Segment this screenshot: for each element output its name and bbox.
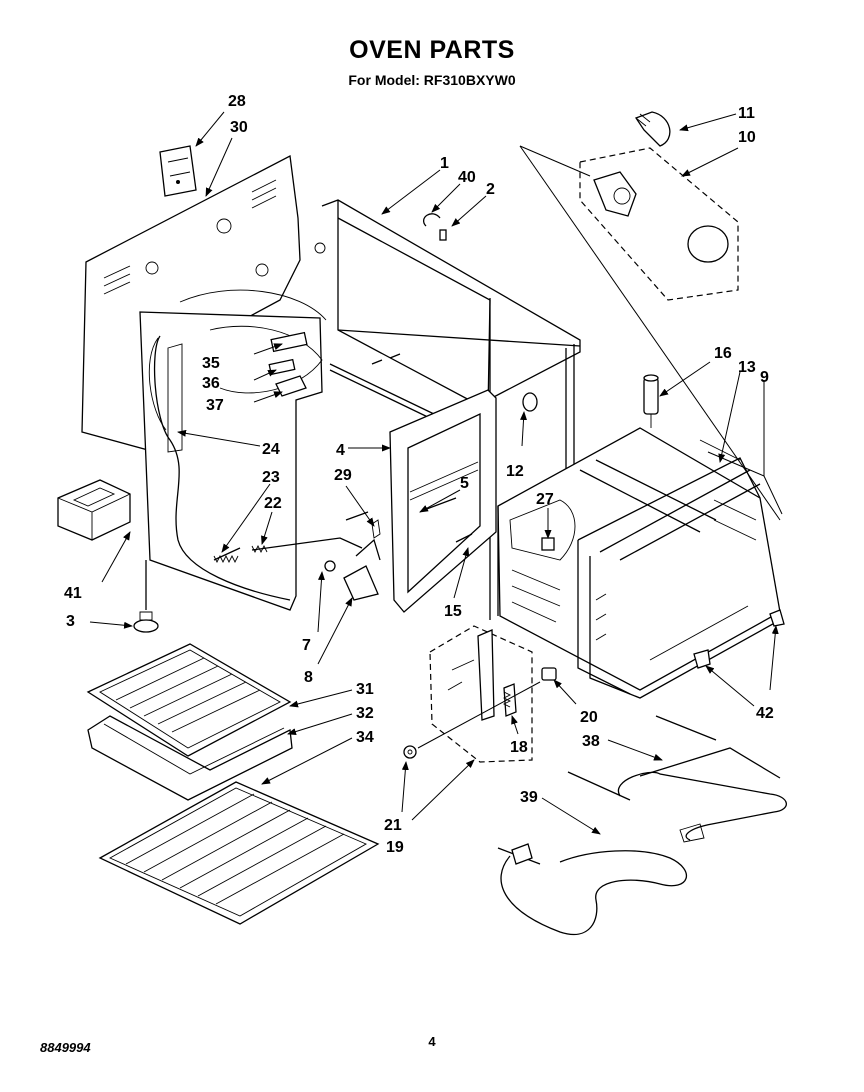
page-number: 4 xyxy=(428,1034,436,1049)
part-42-clip xyxy=(693,609,785,669)
callout-23: 23 xyxy=(262,469,280,486)
part-5-29-15-rods xyxy=(345,497,473,543)
callout-13: 13 xyxy=(738,359,756,376)
part-34-oven-rack xyxy=(98,781,380,925)
callout-11: 11 xyxy=(738,105,755,122)
part-21-washer xyxy=(403,745,417,759)
callout-12: 12 xyxy=(506,463,524,480)
callout-21: 21 xyxy=(384,817,402,834)
callout-3: 3 xyxy=(66,613,75,630)
part-27-probe xyxy=(541,537,555,551)
callout-32: 32 xyxy=(356,705,374,722)
callout-40: 40 xyxy=(458,169,476,186)
callout-15: 15 xyxy=(444,603,462,620)
callout-42: 42 xyxy=(756,705,774,722)
callout-7: 7 xyxy=(302,637,311,654)
callout-5: 5 xyxy=(460,475,469,492)
callout-8: 8 xyxy=(304,669,313,686)
callout-18: 18 xyxy=(510,739,528,756)
part-7-8-hinge-hardware xyxy=(324,538,381,601)
part-3-leveling-leg xyxy=(133,560,159,633)
callout-28: 28 xyxy=(228,93,246,110)
part-38-bake-element xyxy=(567,715,787,843)
callout-19: 19 xyxy=(386,839,404,856)
callout-35: 35 xyxy=(202,355,220,372)
part-12-thermostat-bulb xyxy=(522,392,538,412)
part-4-door-frame xyxy=(389,389,497,613)
callout-9: 9 xyxy=(760,369,769,386)
callout-39: 39 xyxy=(520,789,538,806)
callout-36: 36 xyxy=(202,375,220,392)
callout-16: 16 xyxy=(714,345,732,362)
callout-24: 24 xyxy=(262,441,280,458)
part-10-light-assembly xyxy=(579,111,739,301)
part-2-40-screws xyxy=(423,213,447,241)
part-39-broil-element xyxy=(497,843,687,935)
callout-1: 1 xyxy=(440,155,449,172)
callout-10: 10 xyxy=(738,129,756,146)
part-41-control-box xyxy=(57,479,131,541)
callout-37: 37 xyxy=(206,397,224,414)
part-24-wire-harness xyxy=(148,337,167,431)
callout-34: 34 xyxy=(356,729,374,746)
part-20-bushing xyxy=(541,667,557,681)
part-side-panel xyxy=(139,289,327,611)
part-30-rear-panel xyxy=(81,154,326,451)
callout-30: 30 xyxy=(230,119,248,136)
part-9-13-oven-liner xyxy=(497,427,781,699)
leader-lines xyxy=(89,111,783,835)
callout-2: 2 xyxy=(486,181,495,198)
callout-4: 4 xyxy=(336,442,345,459)
callout-labels: 1 2 3 4 5 7 8 9 10 11 12 13 15 16 18 19 … xyxy=(64,93,774,856)
callout-20: 20 xyxy=(580,709,598,726)
document-number: 8849994 xyxy=(40,1040,91,1055)
part-19-hinge-assembly xyxy=(429,625,533,763)
part-16-sensor xyxy=(643,374,659,428)
callout-22: 22 xyxy=(264,495,282,512)
model-subtitle: For Model: RF310BXYW0 xyxy=(348,72,516,88)
callout-29: 29 xyxy=(334,467,352,484)
callout-38: 38 xyxy=(582,733,600,750)
part-28-bracket xyxy=(159,145,197,197)
part-32-broiler-pan xyxy=(87,715,293,801)
page-title: OVEN PARTS xyxy=(349,36,515,64)
callout-41: 41 xyxy=(64,585,82,602)
part-22-23-springs xyxy=(213,537,363,564)
callout-27: 27 xyxy=(536,491,554,508)
callout-31: 31 xyxy=(356,681,374,698)
